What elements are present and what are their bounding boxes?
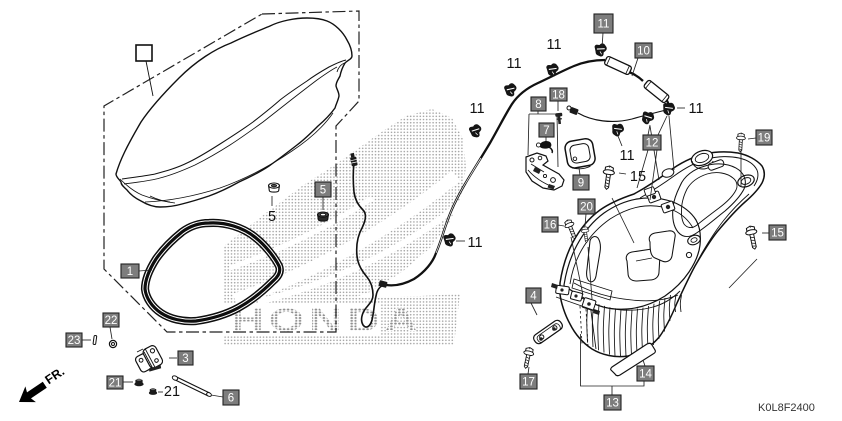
- svg-text:1: 1: [127, 266, 133, 278]
- svg-text:19: 19: [758, 133, 771, 145]
- svg-text:21: 21: [164, 384, 180, 400]
- svg-text:11: 11: [469, 101, 484, 117]
- svg-text:4: 4: [530, 291, 537, 303]
- svg-text:11: 11: [598, 19, 610, 31]
- svg-text:18: 18: [552, 90, 565, 102]
- svg-text:16: 16: [544, 220, 557, 232]
- svg-text:5: 5: [320, 185, 326, 197]
- svg-text:11: 11: [467, 235, 482, 251]
- svg-text:3: 3: [182, 353, 188, 365]
- svg-text:20: 20: [580, 202, 593, 214]
- svg-text:17: 17: [522, 377, 535, 389]
- svg-text:13: 13: [606, 398, 619, 410]
- svg-text:11: 11: [688, 101, 703, 117]
- svg-text:10: 10: [637, 46, 650, 58]
- svg-text:5: 5: [268, 209, 276, 225]
- svg-text:6: 6: [228, 393, 234, 405]
- svg-text:12: 12: [646, 138, 659, 150]
- svg-text:9: 9: [578, 178, 584, 190]
- svg-text:HONDA: HONDA: [231, 303, 422, 339]
- svg-text:7: 7: [543, 125, 549, 137]
- svg-text:15: 15: [771, 228, 784, 240]
- svg-text:15: 15: [630, 169, 646, 185]
- svg-text:8: 8: [535, 99, 541, 111]
- svg-text:11: 11: [506, 56, 521, 72]
- svg-text:23: 23: [68, 335, 81, 347]
- svg-text:21: 21: [109, 378, 122, 390]
- svg-text:22: 22: [105, 315, 118, 327]
- svg-text:11: 11: [619, 148, 634, 164]
- svg-text:11: 11: [546, 37, 561, 53]
- svg-text:14: 14: [639, 369, 652, 381]
- svg-text:K0L8F2400: K0L8F2400: [758, 402, 815, 414]
